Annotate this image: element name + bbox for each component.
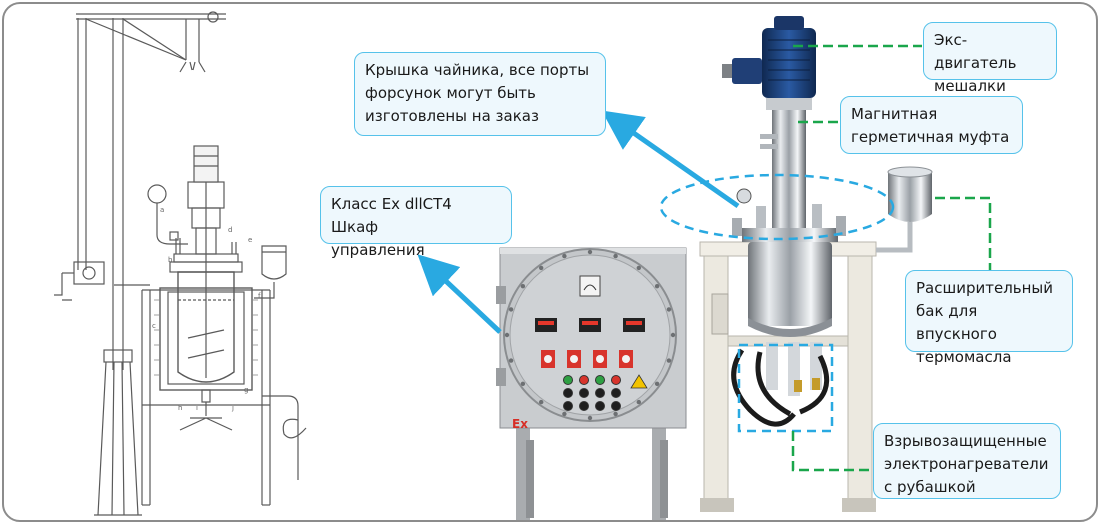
expansion-tank: [888, 172, 932, 222]
lid-arrow: [601, 110, 740, 209]
selector-knob: [622, 355, 630, 363]
drawing-label: i: [196, 404, 198, 412]
door-bolt: [654, 381, 660, 386]
drawing-labels: a b c d e f g h i j: [152, 206, 261, 412]
reactor-vessel: [177, 271, 235, 383]
door-bolt: [654, 284, 660, 289]
door-bolt: [613, 411, 618, 417]
drawing-label: e: [248, 236, 252, 244]
door-bolt: [539, 265, 544, 271]
door-bolt: [508, 358, 514, 363]
reactor-frame-leg: [847, 249, 873, 509]
heater-leader: [791, 431, 874, 472]
callout-lid: Крышка чайника, все порты форсунок могут…: [354, 52, 606, 136]
indicator-lamp: [563, 401, 573, 411]
motor-drawing: [193, 145, 219, 183]
indicator-lamp: [579, 375, 589, 385]
door-bolt: [666, 358, 672, 363]
door-bolt: [539, 399, 544, 405]
reactor-assembly: [699, 16, 933, 512]
indicator-lamp: [579, 401, 589, 411]
pressure-gauge: [147, 184, 167, 204]
callout-coupling: Магнитная герметичная муфта: [840, 96, 1023, 154]
motor-photo: [762, 28, 816, 98]
heater-cables: [731, 348, 830, 427]
technical-drawing: [54, 11, 307, 516]
control-cabinet: Ex: [496, 247, 687, 520]
ammeter: [579, 275, 601, 297]
motor-terminal-box: [732, 58, 762, 84]
callout-tank: Расширительный бак для впускного термома…: [905, 270, 1073, 366]
indicator-lamp: [611, 388, 621, 398]
door-bolt: [504, 332, 510, 338]
drawing-label: d: [228, 226, 232, 234]
indicator-lamp: [595, 375, 605, 385]
door-bolt: [508, 307, 514, 312]
door-bolt: [562, 253, 567, 259]
drawing-label: f: [258, 292, 261, 300]
callout-heaters: Взрывозащищенные электронагреватели с ру…: [873, 423, 1061, 499]
door-bolt: [670, 332, 676, 338]
door-bolt: [636, 265, 641, 271]
reactor-jacket-photo: [748, 242, 832, 326]
door-bolt: [562, 411, 567, 417]
indicator-lamp: [563, 388, 573, 398]
selector-knob: [544, 355, 552, 363]
drawing-label: g: [244, 386, 248, 394]
indicator-lamp: [579, 388, 589, 398]
callout-motor: Экс-двигатель мешалки: [923, 22, 1057, 95]
drawing-label: c: [152, 322, 156, 330]
indicator-lamp: [563, 375, 573, 385]
door-bolt: [587, 249, 593, 255]
indicator-lamp: [611, 375, 621, 385]
drawing-label: a: [160, 206, 164, 214]
selector-knob: [570, 355, 578, 363]
drawing-label: b: [168, 256, 173, 264]
magnetic-coupling: [772, 104, 806, 228]
heater-highlight: [737, 343, 834, 433]
cabinet-arrow: [417, 254, 502, 334]
indicator-lamp: [595, 401, 605, 411]
callout-cabinet: Класс Ex dllCT4 Шкаф управления: [320, 186, 512, 259]
lid-highlight: [659, 173, 895, 241]
door-bolt: [613, 253, 618, 259]
door-bolt: [666, 307, 672, 312]
indicator-lamp: [611, 401, 621, 411]
door-bolt: [587, 415, 593, 421]
expansion-cup-drawing: [261, 245, 287, 280]
indicator-lamp: [595, 388, 605, 398]
drawing-label: j: [231, 404, 234, 412]
door-bolt: [520, 381, 526, 386]
warning-label: [630, 374, 648, 389]
door-bolt: [520, 284, 526, 289]
selector-knob: [596, 355, 604, 363]
drawing-label: h: [178, 404, 182, 412]
reactor-frame-leg: [703, 249, 729, 509]
door-bolt: [636, 399, 641, 405]
ex-marking: Ex: [512, 417, 528, 431]
